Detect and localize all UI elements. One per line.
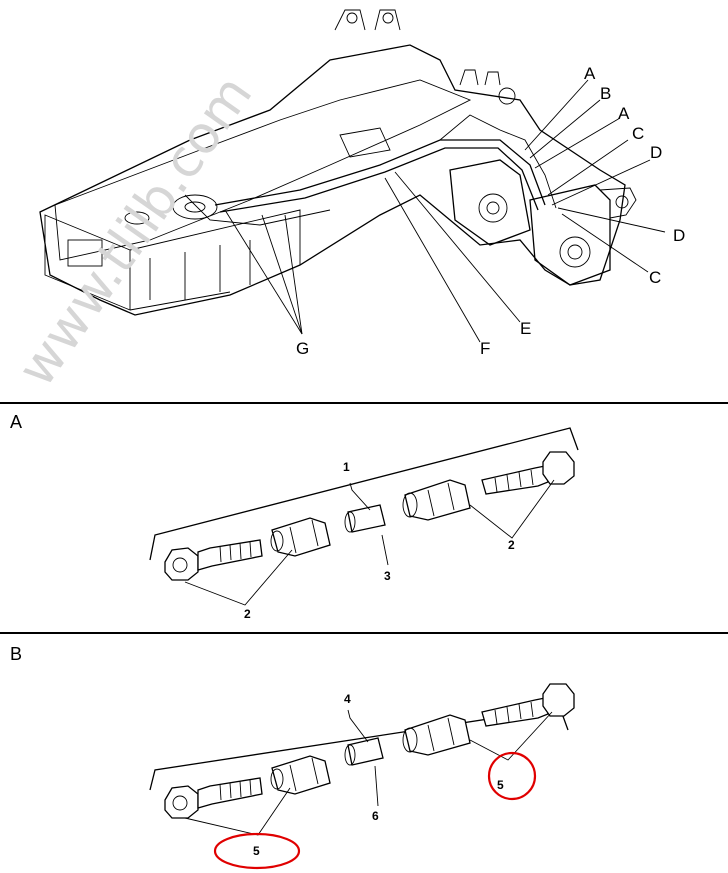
callout-g: G (296, 339, 309, 358)
left-sleeve-b (270, 755, 331, 795)
middle-tube (344, 504, 386, 533)
callout-d-lower: D (673, 226, 685, 245)
callout-2-left: 2 (244, 607, 251, 621)
callout-3: 3 (384, 569, 391, 583)
callout-e: E (520, 319, 531, 338)
detail-b-assembly (149, 683, 575, 836)
callout-c-upper: C (632, 124, 644, 143)
middle-tube-b (344, 737, 384, 766)
callout-2-right: 2 (508, 538, 515, 552)
callout-a-upper: A (584, 64, 596, 83)
right-sleeve (402, 479, 471, 521)
section-label-b: B (10, 644, 22, 664)
left-sleeve (270, 517, 331, 557)
callout-5-left: 5 (253, 844, 260, 858)
callout-1: 1 (343, 460, 350, 474)
callout-5-right: 5 (497, 778, 504, 792)
callout-d-upper: D (650, 143, 662, 162)
callout-c-lower: C (649, 268, 661, 287)
callout-6: 6 (372, 809, 379, 823)
left-bolt (164, 539, 263, 581)
left-bolt-b (164, 777, 263, 819)
overview-callouts: A B A C D D C E F G (296, 64, 685, 358)
overview-leader-lines (224, 79, 666, 343)
right-bolt (481, 451, 575, 495)
section-label-a: A (10, 412, 22, 432)
highlight-circle-right (487, 751, 537, 801)
detail-a-assembly (149, 427, 579, 606)
callout-a-lower: A (618, 104, 630, 123)
callout-f: F (480, 339, 490, 358)
callout-4: 4 (344, 692, 351, 706)
right-bolt-b (481, 683, 575, 727)
right-sleeve-b (402, 714, 471, 756)
highlight-circle-left (213, 832, 301, 870)
callout-b: B (600, 84, 611, 103)
